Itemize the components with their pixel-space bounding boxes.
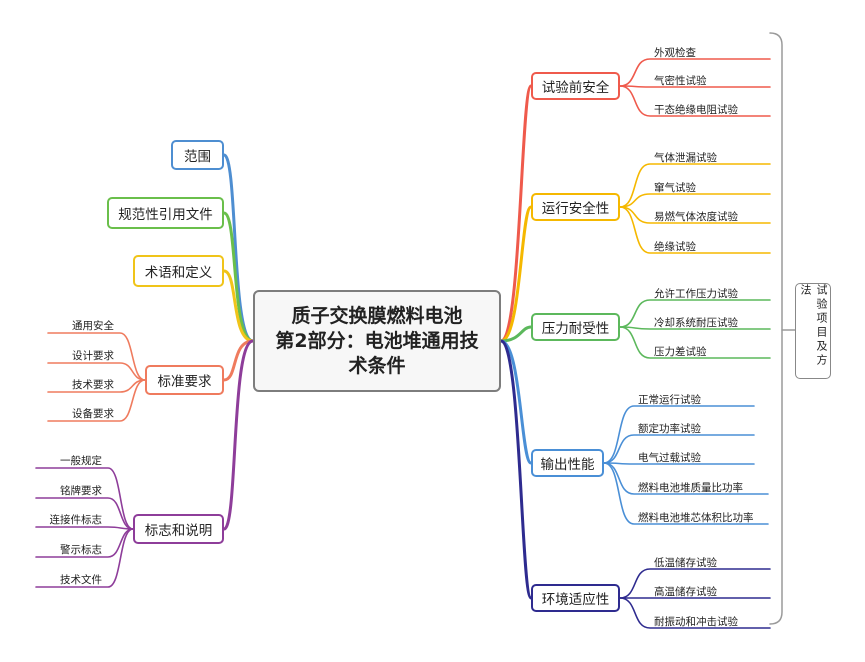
leaf-line-left-4-2 <box>35 526 134 530</box>
leaf-left-3-0[interactable]: 通用安全 <box>72 320 114 332</box>
branch-node-left-0[interactable]: 范围 <box>171 140 224 170</box>
leaf-right-3-2[interactable]: 电气过载试验 <box>638 452 701 464</box>
leaf-right-3-3[interactable]: 燃料电池堆质量比功率 <box>638 482 743 494</box>
leaf-right-2-1[interactable]: 冷却系统耐压试验 <box>654 317 738 329</box>
branch-line-left-4 <box>222 339 255 531</box>
leaf-left-4-4[interactable]: 技术文件 <box>60 574 102 586</box>
leaf-line-left-4-0 <box>35 467 134 530</box>
branch-node-right-4[interactable]: 环境适应性 <box>531 584 620 612</box>
branch-node-left-2-label: 术语和定义 <box>144 265 213 281</box>
leaf-line-right-0-2 <box>619 85 771 117</box>
leaf-right-0-2[interactable]: 干态绝缘电阻试验 <box>654 104 738 116</box>
branch-node-left-3-label: 标准要求 <box>157 374 212 390</box>
branch-node-right-0-label: 试验前安全 <box>541 80 610 96</box>
leaf-line-right-3-0 <box>603 405 755 464</box>
leaf-line-right-1-3 <box>619 206 771 254</box>
leaf-left-4-3[interactable]: 警示标志 <box>60 544 102 556</box>
branch-node-right-0[interactable]: 试验前安全 <box>531 72 620 100</box>
leaf-right-1-1[interactable]: 窜气试验 <box>654 182 696 194</box>
leaf-line-left-3-0 <box>47 332 146 381</box>
branch-node-left-2[interactable]: 术语和定义 <box>133 255 224 287</box>
central-topic-line-2: 第2部分：电池堆通用技 <box>275 329 479 352</box>
branch-line-right-1 <box>499 205 533 343</box>
leaf-line-right-2-2 <box>619 326 771 359</box>
branch-node-right-3[interactable]: 输出性能 <box>531 449 604 477</box>
branch-line-right-2 <box>499 325 533 343</box>
leaf-right-3-1[interactable]: 额定功率试验 <box>638 423 701 435</box>
branch-node-right-1-label: 运行安全性 <box>541 201 610 217</box>
branch-line-right-4 <box>499 339 533 600</box>
leaf-line-left-4-1 <box>35 497 134 530</box>
leaf-left-4-1[interactable]: 铭牌要求 <box>60 485 102 497</box>
central-topic-line-3: 术条件 <box>348 354 406 377</box>
leaf-right-4-1[interactable]: 高温储存试验 <box>654 586 717 598</box>
branch-node-left-1[interactable]: 规范性引用文件 <box>107 197 224 229</box>
branch-line-right-0 <box>499 84 533 343</box>
leaf-right-1-3[interactable]: 绝缘试验 <box>654 241 696 253</box>
branch-node-left-4-label: 标志和说明 <box>144 523 213 539</box>
branch-node-right-3-label: 输出性能 <box>540 457 595 473</box>
leaf-line-right-3-3 <box>603 462 769 495</box>
leaf-line-right-4-0 <box>619 568 771 599</box>
leaf-right-0-1[interactable]: 气密性试验 <box>654 75 707 87</box>
leaf-right-2-0[interactable]: 允许工作压力试验 <box>654 288 738 300</box>
branch-node-right-1[interactable]: 运行安全性 <box>531 193 620 221</box>
branch-node-left-1-label: 规范性引用文件 <box>118 207 213 223</box>
branch-node-right-2[interactable]: 压力耐受性 <box>531 313 620 341</box>
branch-node-right-2-label: 压力耐受性 <box>541 321 610 337</box>
leaf-left-3-3[interactable]: 设备要求 <box>72 408 114 420</box>
branch-node-right-4-label: 环境适应性 <box>541 592 610 608</box>
branch-node-left-0-label: 范围 <box>184 149 211 165</box>
branch-line-left-3 <box>222 339 255 382</box>
branch-line-left-1 <box>222 211 255 343</box>
leaf-line-right-3-2 <box>603 462 755 465</box>
leaf-line-left-3-1 <box>47 362 146 381</box>
leaf-left-3-1[interactable]: 设计要求 <box>72 350 114 362</box>
leaf-right-3-4[interactable]: 燃料电池堆芯体积比功率 <box>638 512 754 524</box>
branch-line-left-2 <box>222 269 255 343</box>
leaf-left-4-0[interactable]: 一般规定 <box>60 455 102 467</box>
central-topic[interactable]: 质子交换膜燃料电池 第2部分：电池堆通用技 术条件 <box>253 290 501 392</box>
branch-node-left-3[interactable]: 标准要求 <box>145 365 224 395</box>
leaf-left-3-2[interactable]: 技术要求 <box>72 379 114 391</box>
leaf-line-right-2-0 <box>619 299 771 328</box>
leaf-right-1-2[interactable]: 易燃气体浓度试验 <box>654 211 738 223</box>
leaf-right-0-0[interactable]: 外观检查 <box>654 47 696 59</box>
leaf-right-4-0[interactable]: 低温储存试验 <box>654 557 717 569</box>
branch-line-right-3 <box>499 339 533 465</box>
branch-node-left-4[interactable]: 标志和说明 <box>133 514 224 544</box>
leaf-left-4-2[interactable]: 连接件标志 <box>49 514 103 526</box>
test-items-label: 试验项目及方法 <box>795 283 831 379</box>
leaf-line-right-3-1 <box>603 434 755 464</box>
leaf-line-right-4-2 <box>619 597 771 629</box>
leaf-line-right-1-0 <box>619 163 771 208</box>
leaf-right-4-2[interactable]: 耐振动和冲击试验 <box>654 616 738 628</box>
leaf-right-1-0[interactable]: 气体泄漏试验 <box>654 152 717 164</box>
leaf-line-left-3-3 <box>47 379 146 422</box>
leaf-line-right-0-0 <box>619 58 771 87</box>
leaf-line-right-3-4 <box>603 462 769 525</box>
leaf-right-2-2[interactable]: 压力差试验 <box>654 346 707 358</box>
leaf-line-left-4-4 <box>35 528 134 588</box>
leaf-right-3-0[interactable]: 正常运行试验 <box>638 394 701 406</box>
leaf-line-right-1-1 <box>619 193 771 208</box>
bracket-line <box>769 32 783 625</box>
central-topic-line-1: 质子交换膜燃料电池 <box>291 304 463 327</box>
